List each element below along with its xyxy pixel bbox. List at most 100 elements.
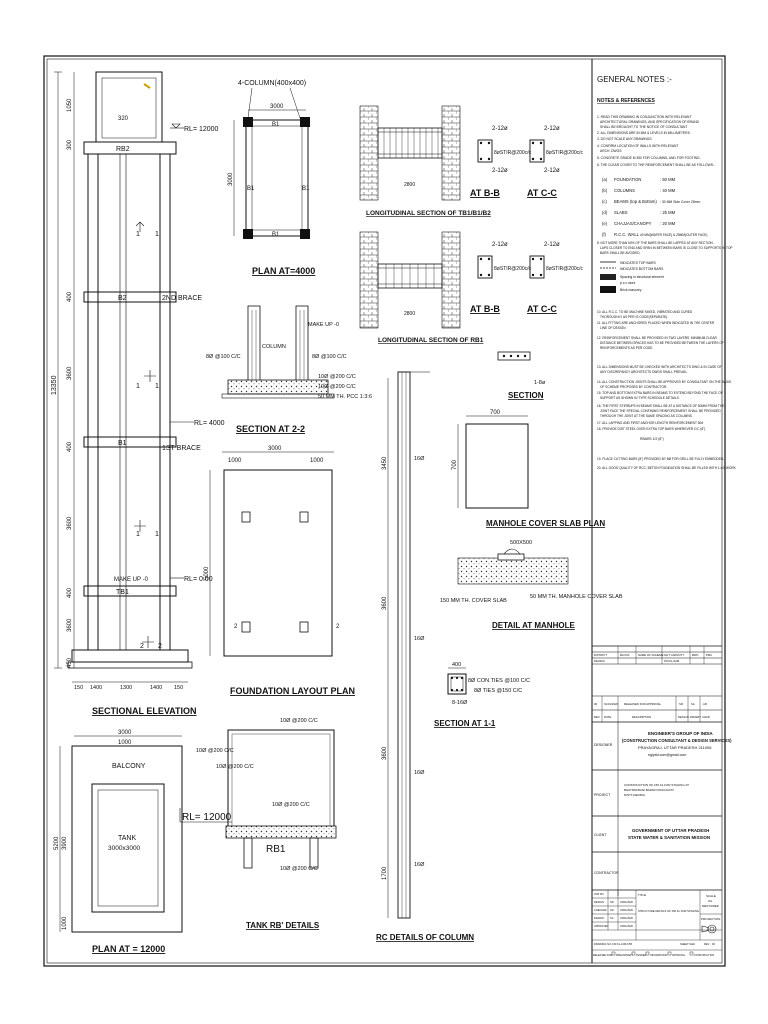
- svg-text:R.C.C. WALL: R.C.C. WALL: [614, 232, 640, 237]
- svg-text:400: 400: [67, 441, 73, 452]
- cc1-top-bars: 2-12ø: [544, 126, 560, 132]
- svg-text:SLABS: SLABS: [614, 210, 628, 215]
- sm-title: SECTION: [508, 391, 544, 400]
- cc2-stirrup: 8øSTIR@200c/c: [546, 266, 584, 272]
- svg-text:1: 1: [136, 231, 140, 238]
- b1-label: B1: [118, 440, 127, 447]
- svg-text:FOUNDATION: FOUNDATION: [614, 177, 641, 182]
- p12-tank-size: 3000x3000: [108, 845, 141, 852]
- client-label: CLIENT: [594, 833, 607, 837]
- notes-lines-1: 1. READ THIS DRAWING IN CONJUNCTION WITH…: [597, 115, 715, 167]
- col-bar-3: 16Ø: [414, 862, 425, 868]
- svg-text:01/01/2020: 01/01/2020: [604, 702, 618, 706]
- svg-text:SA: SA: [610, 916, 614, 920]
- svg-text:18. PROVIDE DIST STEEL OVER EX: 18. PROVIDE DIST STEEL OVER EXTRA TOP BA…: [597, 427, 705, 431]
- long-section-rb1-title: LONGITUDINAL SECTION OF RB1: [378, 337, 484, 344]
- cc2-top-bars: 2-12ø: [544, 242, 560, 248]
- dims-bottom: 150 1400 1300 1400 150: [74, 685, 183, 691]
- svg-text:1050: 1050: [67, 98, 73, 112]
- svg-text:1: 1: [155, 231, 159, 238]
- sign-rows: JOB NO. DESIGN SR 01/01/2020 CHECKED AR …: [594, 892, 634, 928]
- scale-2: MENTIONED: [702, 904, 719, 908]
- client-0: GOVERNMENT OF UTTAR PRADESH: [632, 828, 709, 833]
- svg-text:COLUMNS: COLUMNS: [614, 188, 635, 193]
- sectional-elevation: 1 1 1 1 1 1 2 2 RL= 12000 RL= 4000 RL= 0…: [51, 71, 225, 716]
- svg-text:150: 150: [74, 685, 83, 691]
- svg-text:ARCH. DWGS.: ARCH. DWGS.: [600, 149, 622, 153]
- svg-text:REV: REV: [594, 715, 600, 719]
- svg-text:AR: AR: [703, 702, 707, 706]
- svg-text:CHKD: CHKD: [702, 715, 710, 719]
- svg-text:(e): (e): [602, 221, 608, 226]
- svg-text:1400: 1400: [90, 685, 102, 691]
- s22-title: SECTION AT 2-2: [236, 424, 305, 434]
- trb-title: TANK RB' DETAILS: [246, 921, 320, 930]
- svg-text:450: 450: [67, 657, 73, 668]
- s11-title: SECTION AT 1-1: [434, 719, 496, 728]
- designer-3: egipltd.com@gmail.com: [648, 753, 686, 757]
- svg-text:1: 1: [155, 531, 159, 538]
- svg-text:3600: 3600: [67, 366, 73, 380]
- s11-dim: 400: [452, 662, 461, 668]
- col-bar-1: 16Ø: [414, 636, 425, 642]
- svg-text:DESIGN: DESIGN: [594, 900, 604, 904]
- svg-text:11. ALL FITTING ARE ANCHORED P: 11. ALL FITTING ARE ANCHORED PLACED WHEN…: [597, 321, 715, 325]
- fl-dim-top-0: 1000: [228, 458, 242, 464]
- ms-title: MANHOLE COVER SLAB PLAN: [486, 519, 605, 528]
- notes-subheading: NOTES & REFERENCES: [597, 98, 655, 104]
- legend: INDICATES TOP BARS INDICATES BOTTOM BARS…: [600, 261, 664, 293]
- svg-text:20. ALL GOOD QUALITY OF RCC, B: 20. ALL GOOD QUALITY OF RCC, BETON FOUND…: [597, 466, 737, 470]
- svg-text:SR: SR: [679, 702, 683, 706]
- svg-text:2: 2: [234, 624, 238, 630]
- foundation-layout: 3000 1000 1000 5000 2 2 FOUNDATION LAYOU…: [204, 446, 355, 696]
- projection-symbol-icon: [701, 924, 717, 934]
- svg-text:17. ALL LAPPING AND FIRST ANCH: 17. ALL LAPPING AND FIRST ANCHOR LENGTH …: [597, 421, 703, 425]
- sheet-label: SHEET No.: [680, 942, 694, 946]
- project-label: PROJECT: [594, 793, 611, 797]
- trb-note-2: 10Ø @200 C/C: [216, 764, 254, 770]
- dim-top: 320: [118, 116, 129, 122]
- svg-text:(b): (b): [602, 188, 608, 193]
- drawing-no-label: DRAWING NO.: [594, 942, 612, 946]
- svg-text:1: 1: [155, 383, 159, 390]
- svg-text:5. CONCRETE GRADE M 350 FOR CO: 5. CONCRETE GRADE M 350 FOR COLUMNS, AND…: [597, 156, 701, 160]
- svg-text:: 30 MM Side Cover 25mm: : 30 MM Side Cover 25mm: [660, 200, 700, 204]
- svg-text:1: 1: [136, 383, 140, 390]
- svg-text:2800: 2800: [404, 311, 415, 317]
- notes-panel: GENERAL NOTES :- NOTES & REFERENCES 1. R…: [597, 75, 737, 470]
- svg-text:BWC: BWC: [692, 653, 699, 657]
- trb-note-4: 10Ø @200 C/C: [280, 866, 318, 872]
- trb-note-1: 10Ø @200 C/C: [196, 748, 234, 754]
- fl-dim-side: 5000: [204, 566, 210, 580]
- svg-text:19. PLACE CUTTING BARS (8") PR: 19. PLACE CUTTING BARS (8") PROVIDED BY …: [597, 457, 724, 461]
- svg-text:SUPPORT AS SHOWN IN TYPE SCHED: SUPPORT AS SHOWN IN TYPE SCHEDULE DETAIL…: [600, 396, 680, 400]
- svg-text:BLOCK: BLOCK: [620, 653, 630, 657]
- p12-tank: TANK: [118, 835, 136, 842]
- svg-text:RELEASED FOR APPROVAL: RELEASED FOR APPROVAL: [624, 702, 662, 706]
- second-brace-label: 2ND BRACE: [162, 295, 202, 302]
- title-block: DISTRICT BLOCK NAME OF SCHEME OHT CAPACI…: [592, 646, 732, 957]
- rl-4000-label: RL= 4000: [194, 420, 225, 427]
- plan4000-beam-bottom: B1: [272, 232, 280, 238]
- svg-text:THOROUGHLY AS PER IS CODE(SEPA: THOROUGHLY AS PER IS CODE(SEPARATE).: [600, 315, 668, 319]
- rl-000-label: RL= 0.00: [184, 576, 213, 583]
- p12-dim-left-0: 5200: [54, 836, 60, 850]
- bb2-title: AT B-B: [470, 304, 500, 314]
- dims-left: 1050 300 400 3600 400 3600 400 3600 450: [67, 98, 73, 668]
- svg-text:TENDER: TENDER: [636, 954, 646, 957]
- column-rc-details: 3450 3600 3600 1700 16Ø 16Ø 16Ø 16Ø RC D…: [376, 371, 474, 942]
- s11-note-2: 8-16Ø: [452, 700, 468, 706]
- trb-note-0: 10Ø @200 C/C: [280, 718, 318, 724]
- svg-text:PRELIMINARY: PRELIMINARY: [616, 954, 633, 957]
- svg-text:DESCRIPTION: DESCRIPTION: [632, 715, 651, 719]
- columns-note: 4-COLUMN(400x400): [238, 80, 306, 87]
- ms-dim-h: 700: [452, 459, 458, 470]
- col-dim-3: 1700: [382, 866, 388, 880]
- project-1: BHATPARRANI BAZAR PANCHAYAT: [624, 788, 674, 792]
- sheet-no: 01: [692, 942, 695, 946]
- dm-title: DETAIL AT MANHOLE: [492, 621, 575, 630]
- designer-0: ENGINEER'S GROUP OF INDIA: [648, 731, 713, 736]
- svg-text:ANY DISCREPANCY ARCHITECTS DWG: ANY DISCREPANCY ARCHITECTS DWGS SHALL PR…: [600, 370, 688, 374]
- svg-text:(a): (a): [602, 177, 608, 182]
